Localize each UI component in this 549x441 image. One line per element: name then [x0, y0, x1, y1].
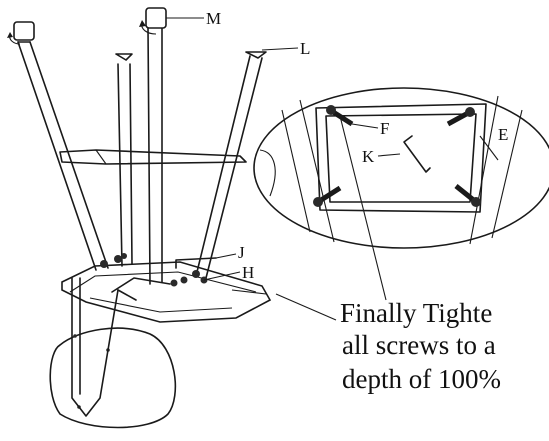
leg-front-right — [195, 51, 267, 279]
cross-frame — [59, 149, 247, 165]
seat-pan — [61, 261, 272, 323]
label-f: F — [380, 119, 389, 138]
backrest — [49, 327, 177, 429]
back-rivet — [73, 334, 77, 338]
screw-icon — [446, 107, 475, 127]
label-h: H — [242, 263, 254, 282]
label-j: J — [238, 243, 245, 262]
screw-icon — [192, 270, 200, 278]
instruction-line-2: all screws to a — [342, 330, 496, 360]
seat-hardware — [100, 253, 217, 287]
allen-key-icon — [403, 135, 431, 173]
label-k: K — [362, 147, 375, 166]
foot-cap-icon — [145, 7, 167, 29]
screw-icon — [180, 276, 188, 284]
label-m: M — [206, 9, 221, 28]
screw-icon — [114, 255, 122, 263]
instruction-line-3: depth of 100% — [342, 364, 501, 394]
leg-front-center — [139, 7, 167, 285]
screw-icon — [454, 184, 481, 207]
screw-icon — [121, 253, 127, 259]
screw-icon — [326, 105, 354, 127]
back-support-frame — [71, 277, 171, 417]
label-l: L — [300, 39, 310, 58]
detail-magnifier — [253, 87, 549, 249]
screw-icon — [100, 260, 108, 268]
leg-front-left — [7, 21, 109, 271]
leader-lines — [166, 17, 499, 321]
screw-icon — [170, 279, 178, 287]
leg-back-left — [115, 53, 133, 267]
foot-cap-icon — [13, 21, 35, 41]
screw-icon — [313, 185, 342, 207]
allen-key-icon — [175, 257, 217, 269]
instruction-line-1: Finally Tighte — [340, 298, 492, 328]
label-e: E — [498, 125, 508, 144]
